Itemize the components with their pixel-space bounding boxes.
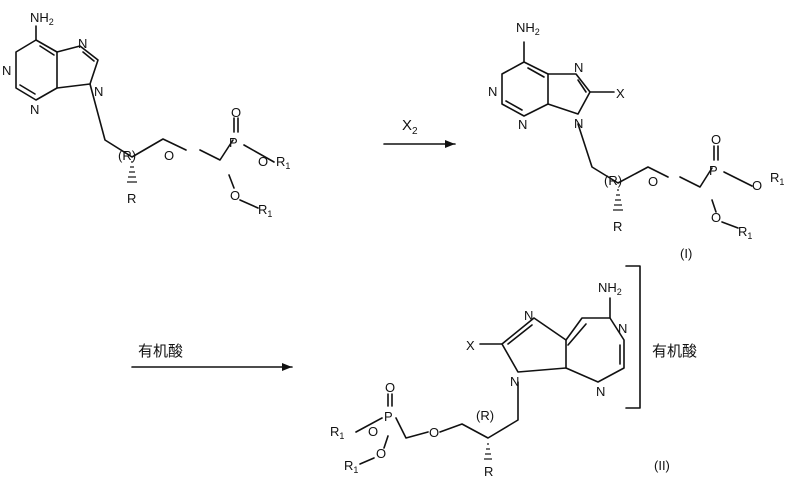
sm-n7-label: N [78,36,87,51]
p1-phosphoryl-o-label: O [711,132,721,147]
sm-phosphoryl-o-label: O [231,105,241,120]
p2-side-chain [439,381,519,439]
sm-ether-o-label: O [164,148,174,163]
p2-n1-label: N [618,321,627,336]
p2-stereo-label: (R) [476,408,494,423]
sm-imidazole-ring [56,45,99,89]
p2-p-label: P [384,409,393,424]
p1-imidazole-ring [547,73,591,115]
p1-r1-label-b: R1 [738,224,752,241]
p1-n9-label: N [574,116,583,131]
p1-o-r1-bond [721,221,739,229]
sm-stereo-label: (R) [118,148,136,163]
p2-ester-o2-label: O [376,446,386,461]
salt-bracket [625,265,641,409]
product-II: NH2 N N N N X (R) R O O P O O R1 R1 有机酸 … [330,265,697,479]
sm-side-chain [89,83,187,158]
sm-r1-label-a: R1 [276,154,290,171]
sm-nh2-label: NH2 [30,10,54,27]
sm-p-label: P [229,135,238,150]
p2-o-r1-bond [359,457,375,465]
arrow-2-reagent: 有机酸 [138,342,183,360]
sm-r1-label-b: R1 [258,202,272,219]
p1-hashed-wedge [613,189,623,211]
p1-p-label: P [709,163,718,178]
p1-r1-label-a: R1 [770,170,784,187]
p2-ether-o-label: O [429,425,439,440]
sm-o-r1-bond [239,199,259,209]
sm-double-bond [82,51,95,62]
p1-n1-label: N [488,84,497,99]
sm-ester-o2-label: O [230,188,240,203]
sm-double-bond [39,45,55,56]
p2-salt-label: 有机酸 [652,342,697,360]
p2-phosphoryl-o-label: O [385,380,395,395]
p2-r-label: R [484,464,493,479]
p2-n7-label: N [524,308,533,323]
p1-ether-o-label: O [648,174,658,189]
starting-material: NH2 N N N N (R) R O O P O O R1 R1 [2,10,290,219]
p2-n9-label: N [510,374,519,389]
p1-r-label: R [613,219,622,234]
product-I: NH2 N N N N X (R) R O O P O O R1 R1 (I) [488,20,784,261]
sm-hashed-wedge [127,161,137,183]
sm-phosphonate-bonds [199,139,275,189]
p1-x-label: X [616,86,625,101]
p1-n7-label: N [574,60,583,75]
p2-n3-label: N [596,384,605,399]
p2-r1-label-b: R1 [344,458,358,475]
sm-n3-label: N [30,102,39,117]
p1-double-bond [527,67,545,78]
reaction-arrow-2: 有机酸 [131,342,293,371]
product-I-label: (I) [680,246,692,261]
sm-pyrimidine-ring [15,39,58,101]
p2-hashed-wedge [484,443,492,460]
p2-double-bond [567,323,587,346]
p2-imidazole-ring [501,317,567,373]
p1-pyrimidine-ring [501,61,549,117]
p1-ester-o1-label: O [752,178,762,193]
p1-stereo-label: (R) [604,173,622,188]
p1-side-chain [577,123,669,184]
p1-phosphonate-bonds [679,167,753,213]
p1-double-bond [505,100,523,111]
p1-double-bond [577,79,587,93]
sm-ester-o1-label: O [258,154,268,169]
p1-n3-label: N [518,117,527,132]
p2-phosphonate-bonds [355,417,429,449]
product-II-label: (II) [654,458,670,473]
sm-n9-label: N [94,84,103,99]
p2-nh2-label: NH2 [598,280,622,297]
p1-nh2-label: NH2 [516,20,540,37]
sm-r-label: R [127,191,136,206]
p1-ester-o2-label: O [711,210,721,225]
p2-x-label: X [466,338,475,353]
arrow-1-reagent: X2 [402,117,418,137]
p2-ester-o1-label: O [368,424,378,439]
p2-r1-label-a: R1 [330,424,344,441]
p2-double-bond [507,324,533,345]
sm-n1-label: N [2,63,11,78]
sm-double-bond [19,84,36,95]
reaction-arrow-1: X2 [383,117,456,148]
p2-pyrimidine-ring [565,317,625,383]
